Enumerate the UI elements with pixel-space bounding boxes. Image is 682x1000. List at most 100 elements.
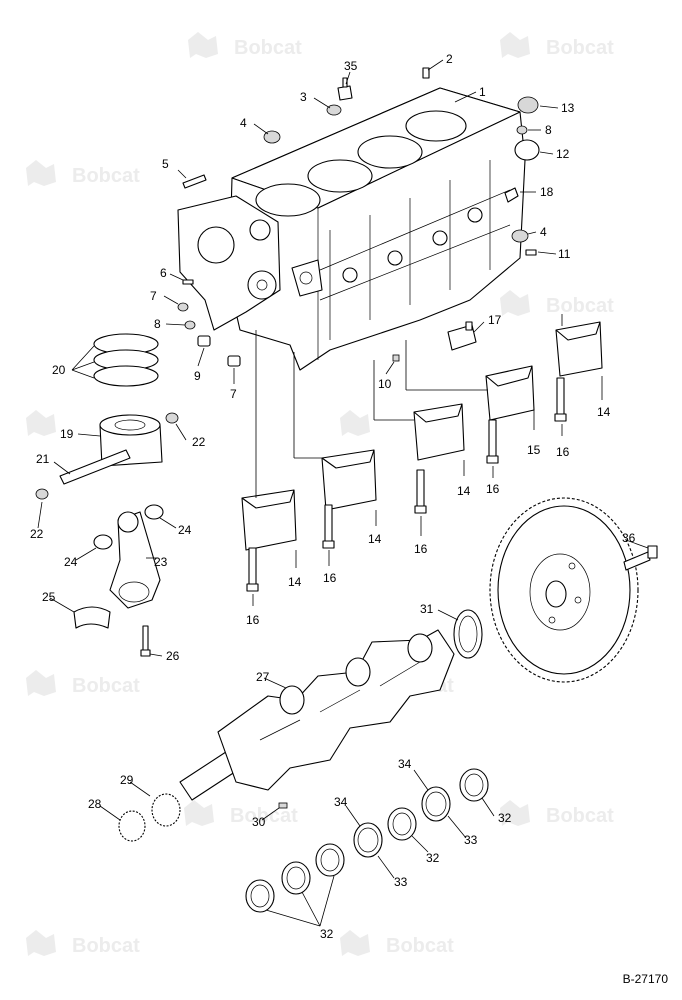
- connecting-rod: [109, 511, 161, 609]
- callout-35: 35: [344, 59, 358, 73]
- bearing-cap: [485, 365, 535, 421]
- bearing-cap: [555, 321, 603, 377]
- svg-text:Bobcat: Bobcat: [546, 805, 614, 827]
- callout-16: 16: [246, 613, 260, 627]
- bobcat-logo-icon: [500, 32, 530, 58]
- callout-33: 33: [464, 833, 478, 847]
- svg-text:Bobcat: Bobcat: [72, 675, 140, 697]
- callout-14: 14: [368, 532, 382, 546]
- part-4-plug: [511, 229, 529, 243]
- watermark: Bobcat: [188, 32, 302, 59]
- part-9-plug: [197, 335, 211, 347]
- watermark: Bobcat: [340, 930, 454, 957]
- bearing-cap: [241, 489, 297, 551]
- part-12-plug: [514, 139, 540, 161]
- part-6-pin: [182, 279, 194, 285]
- watermark: [26, 410, 56, 436]
- part-7-plug: [177, 302, 189, 312]
- callout-32: 32: [498, 811, 512, 825]
- bobcat-logo-icon: [500, 800, 530, 826]
- watermark: Bobcat: [26, 160, 140, 187]
- bearing-cap: [321, 449, 377, 511]
- callout-10: 10: [378, 377, 392, 391]
- watermark: Bobcat: [26, 930, 140, 957]
- cap-bolt: [414, 469, 427, 514]
- crank-gear: [118, 810, 146, 842]
- callout-14: 14: [457, 484, 471, 498]
- svg-text:Bobcat: Bobcat: [72, 935, 140, 957]
- part-17-fitting: [447, 321, 477, 351]
- callout-7: 7: [230, 387, 237, 401]
- callout-13: 13: [561, 101, 575, 115]
- bobcat-logo-icon: [340, 930, 370, 956]
- part-2-dowel: [422, 67, 430, 79]
- part-13-plug: [517, 96, 539, 114]
- callout-36: 36: [622, 531, 636, 545]
- callout-16: 16: [414, 542, 428, 556]
- callout-4: 4: [240, 116, 247, 130]
- bobcat-logo-icon: [26, 160, 56, 186]
- watermark: [340, 410, 370, 436]
- bobcat-logo-icon: [26, 930, 56, 956]
- flywheel-bolt: [623, 545, 658, 571]
- crank-gear: [151, 793, 181, 827]
- part-3-plug: [326, 104, 342, 116]
- callout-26: 26: [166, 649, 180, 663]
- bobcat-logo-icon: [184, 800, 214, 826]
- part-8-plug: [184, 320, 196, 330]
- watermark: Bobcat: [500, 800, 614, 827]
- bobcat-logo-icon: [26, 410, 56, 436]
- callout-17: 17: [488, 313, 502, 327]
- crank-key: [278, 802, 288, 809]
- callout-32: 32: [320, 927, 334, 941]
- part-24-bushing: [93, 534, 113, 550]
- callout-24: 24: [64, 555, 78, 569]
- bobcat-logo-icon: [188, 32, 218, 58]
- watermark: Bobcat: [184, 800, 298, 827]
- part-10-plug: [392, 354, 400, 362]
- watermark: Bobcat: [26, 670, 140, 697]
- callout-28: 28: [88, 797, 102, 811]
- part-18-sensor: [504, 187, 519, 203]
- thrust-washer: [421, 786, 451, 822]
- callout-8: 8: [154, 317, 161, 331]
- callout-14: 14: [597, 405, 611, 419]
- part-24-bushing: [144, 504, 164, 520]
- cap-bolt: [486, 419, 499, 464]
- callout-16: 16: [323, 571, 337, 585]
- piston-rings: [93, 333, 159, 387]
- callout-29: 29: [120, 773, 134, 787]
- main-bearing: [459, 768, 489, 802]
- callout-23: 23: [154, 555, 168, 569]
- callout-7: 7: [150, 289, 157, 303]
- callout-16: 16: [486, 482, 500, 496]
- bobcat-logo-icon: [26, 670, 56, 696]
- main-bearing: [315, 843, 345, 877]
- callout-31: 31: [420, 602, 434, 616]
- main-bearing: [281, 861, 311, 895]
- crankshaft: [179, 629, 455, 801]
- callout-1: 1: [479, 85, 486, 99]
- callout-12: 12: [556, 147, 570, 161]
- callout-3: 3: [300, 90, 307, 104]
- callout-8: 8: [545, 123, 552, 137]
- part-11-dowel: [525, 249, 537, 256]
- callout-15: 15: [527, 443, 541, 457]
- bobcat-logo-icon: [340, 410, 370, 436]
- callout-34: 34: [398, 757, 412, 771]
- bobcat-logo-icon: [500, 290, 530, 316]
- callout-22: 22: [30, 527, 44, 541]
- watermark: Bobcat: [500, 32, 614, 59]
- callout-25: 25: [42, 590, 56, 604]
- rod-bolt: [140, 625, 151, 657]
- callout-30: 30: [252, 815, 266, 829]
- part-31-seal: [453, 609, 483, 659]
- part-35-fitting: [337, 77, 353, 101]
- callout-33: 33: [394, 875, 408, 889]
- main-bearing: [387, 807, 417, 841]
- watermark: Bobcat: [500, 290, 614, 317]
- callout-16: 16: [556, 445, 570, 459]
- svg-text:Bobcat: Bobcat: [234, 37, 302, 59]
- callout-34: 34: [334, 795, 348, 809]
- callout-14: 14: [288, 575, 302, 589]
